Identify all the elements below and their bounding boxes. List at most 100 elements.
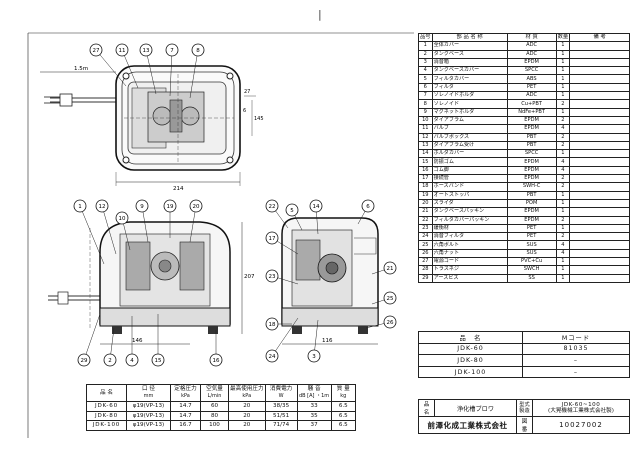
parts-cell-name: マグネットホルダ <box>431 107 508 117</box>
callout-number: 16 <box>213 358 220 364</box>
parts-cell-note <box>569 124 630 134</box>
parts-cell-note <box>569 74 630 84</box>
parts-cell-note <box>569 66 630 76</box>
callout-balloon-top: 27 <box>89 43 127 87</box>
parts-cell-note <box>569 149 630 159</box>
parts-cell-note <box>569 232 630 242</box>
callout-balloon-front: 9 <box>135 199 149 243</box>
callout-number: 24 <box>269 354 276 360</box>
parts-cell-name: バルブ <box>431 124 508 134</box>
spec-cell: 38/35 <box>264 401 298 412</box>
title-block: 品名 浄化槽ブロワ 型式 製造 JDK-60~100 (大晃機械工業株式会社製)… <box>418 399 630 434</box>
parts-cell-material: EPDM <box>506 207 557 217</box>
callout-number: 11 <box>119 48 126 54</box>
parts-cell-no: 21 <box>418 207 433 217</box>
callout-number: 20 <box>193 204 200 210</box>
parts-cell-note <box>569 190 630 200</box>
parts-cell-qty: 1 <box>555 74 571 84</box>
parts-cell-note <box>569 265 630 275</box>
parts-cell-note <box>569 57 630 68</box>
parts-cell-note <box>569 182 630 192</box>
callout-balloon-top: 11 <box>115 43 139 89</box>
mcode-header-code: Mコード <box>522 331 630 344</box>
parts-cell-material: ADC <box>506 49 557 59</box>
spec-header-unit: kPa <box>181 393 190 399</box>
parts-cell-note <box>569 140 630 151</box>
callout-number: 23 <box>269 274 276 280</box>
title-drawing-label: 図番 <box>516 416 533 434</box>
parts-cell-note <box>569 115 630 126</box>
parts-cell-name: フィルタカバーパッキン <box>431 215 508 225</box>
spec-cell: 33 <box>296 401 332 412</box>
parts-cell-note <box>569 99 630 109</box>
callout-balloon-side: 18 <box>265 317 292 331</box>
title-model-text: JDK-60~100 <box>561 401 601 408</box>
spec-cell: 20 <box>228 401 266 412</box>
parts-cell-no: 15 <box>418 157 433 167</box>
parts-cell-material: EPDM <box>506 157 557 167</box>
parts-cell-qty: 4 <box>555 124 571 134</box>
spec-header-label: 質 量 <box>336 386 350 392</box>
mcode-header-name: 品 名 <box>418 331 523 344</box>
parts-cell-material: Cu+PBT <box>506 99 557 109</box>
parts-cell-qty: 1 <box>555 49 571 59</box>
parts-cell-material: PET <box>506 232 557 242</box>
parts-cell-name: ソレノイド <box>431 99 508 109</box>
parts-cell-qty: 4 <box>555 157 571 167</box>
callout-balloon-front: 12 <box>95 199 117 255</box>
spec-cell: φ19(VP-13) <box>126 410 171 422</box>
spec-header-unit: mm <box>143 393 154 399</box>
callout-number: 9 <box>140 204 144 210</box>
parts-cell-no: 4 <box>418 66 433 76</box>
parts-cell-note <box>569 82 630 93</box>
callout-number: 17 <box>269 236 276 242</box>
spec-cell: 6.5 <box>330 401 357 412</box>
parts-cell-name: アースビス <box>431 273 508 283</box>
callout-number: 18 <box>269 322 276 328</box>
parts-cell-name: タンクベースパッキン <box>431 207 508 217</box>
parts-cell-no: 10 <box>418 115 433 126</box>
parts-cell-name: トラスネジ <box>431 265 508 275</box>
spec-header-label: 口 径 <box>142 386 155 392</box>
parts-cell-note <box>569 207 630 217</box>
mcode-cell-code: – <box>522 365 630 379</box>
parts-cell-material: SUS <box>506 240 557 250</box>
parts-cell-no: 8 <box>418 99 433 109</box>
side-width-dim: 116 <box>322 338 333 344</box>
parts-cell-note <box>569 49 630 59</box>
callout-balloon-side: 22 <box>265 199 289 229</box>
parts-cell-no: 7 <box>418 91 433 101</box>
parts-cell-qty: 2 <box>555 174 571 184</box>
callout-balloon-side: 21 <box>371 261 397 275</box>
parts-cell-no: 26 <box>418 248 433 259</box>
parts-cell-no: 6 <box>418 82 433 93</box>
callout-balloon-side: 5 <box>285 203 303 231</box>
parts-cell-qty: 1 <box>555 149 571 159</box>
spec-cell: 60 <box>200 401 229 412</box>
parts-cell-no: 9 <box>418 107 433 117</box>
callout-number: 26 <box>387 320 394 326</box>
spec-cell: 6.5 <box>330 420 357 431</box>
parts-cell-qty: 1 <box>555 273 571 283</box>
parts-cell-qty: 2 <box>555 140 571 151</box>
callout-number: 12 <box>99 204 106 210</box>
spec-header-label: 定格圧力 <box>174 386 197 392</box>
title-name-label: 品名 <box>418 399 435 417</box>
spec-cell: 20 <box>228 420 266 431</box>
parts-cell-material: PET <box>506 223 557 234</box>
parts-cell-no: 16 <box>418 165 433 176</box>
